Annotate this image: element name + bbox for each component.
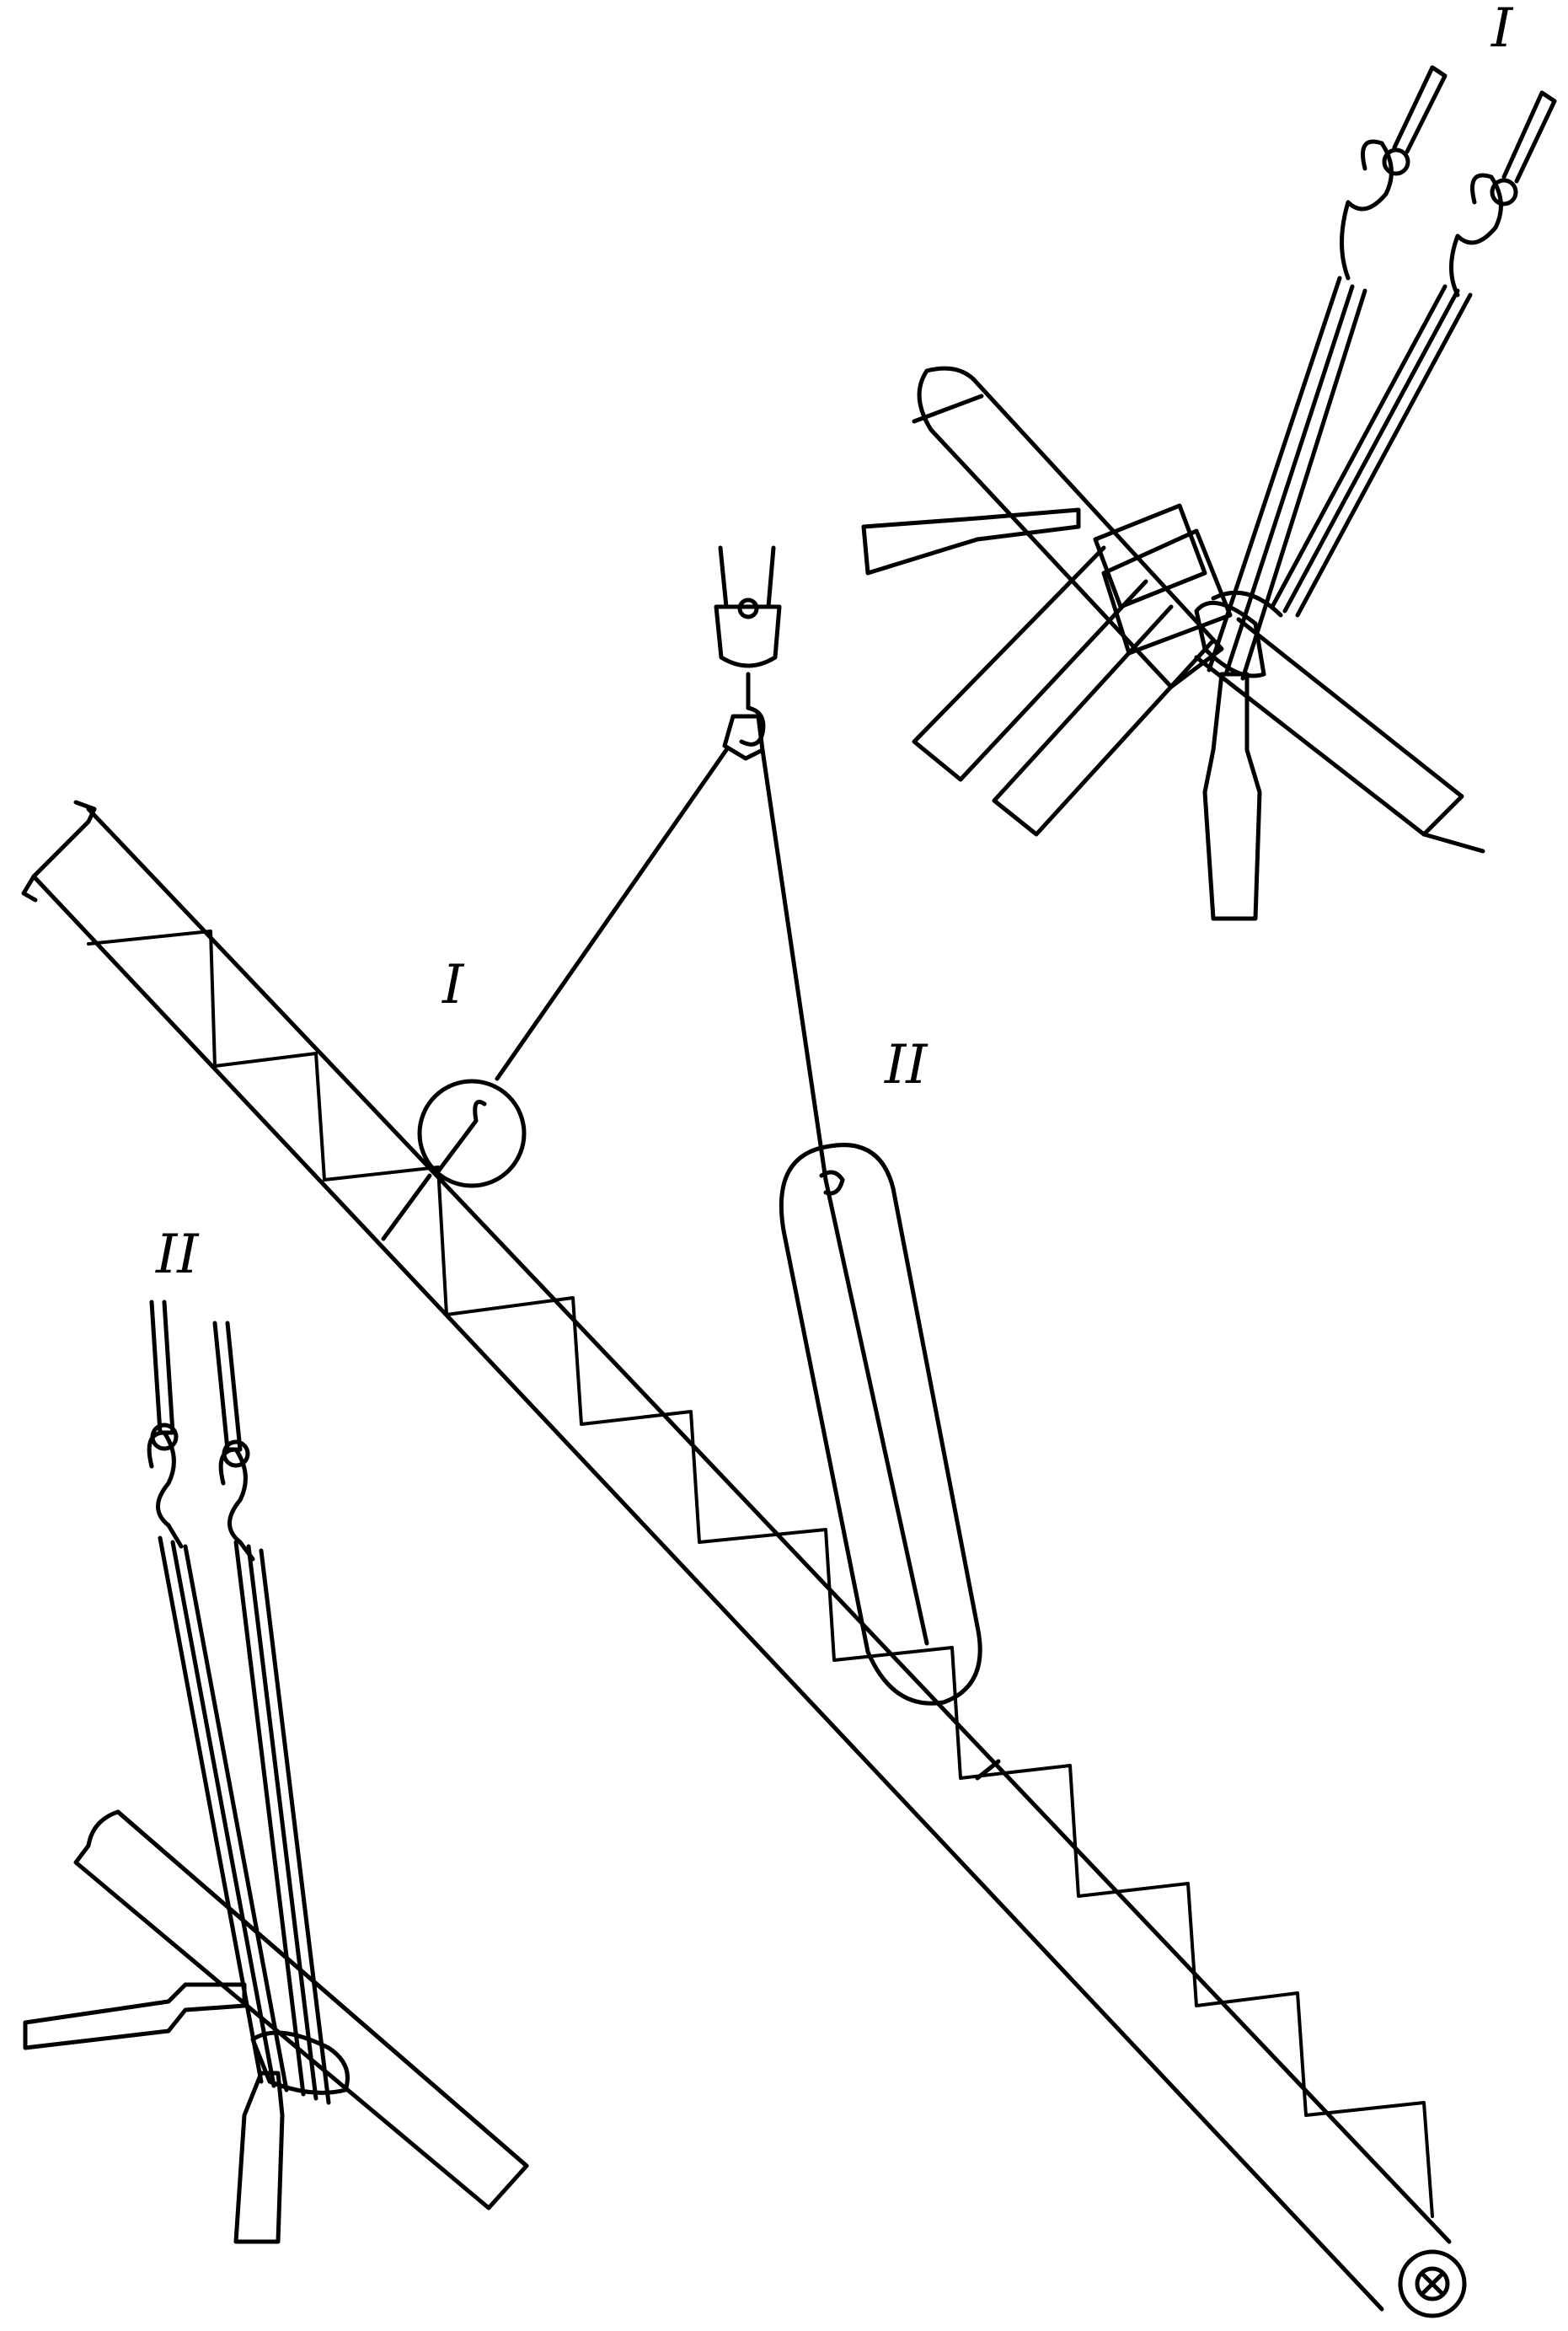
detail-two-tube bbox=[73, 1809, 529, 2210]
detail-one-callout bbox=[381, 1079, 527, 1241]
boom-left-end bbox=[21, 800, 97, 903]
detail-two-marker: II bbox=[884, 1034, 928, 1096]
boom-bottom-chord bbox=[31, 874, 1384, 2312]
sling-right bbox=[760, 748, 828, 1182]
detail-one-title: I bbox=[1490, 0, 1514, 60]
boom-lacing bbox=[87, 930, 1434, 2218]
sling-left bbox=[495, 748, 729, 1081]
detail-one-hook-left bbox=[1340, 139, 1394, 281]
boom-splice-mark bbox=[975, 1759, 1001, 1781]
crane-hook-block bbox=[714, 545, 782, 761]
lattice-boom bbox=[21, 800, 1452, 2312]
detail-two-callout bbox=[779, 1143, 982, 1706]
sling-ropes bbox=[495, 748, 929, 1646]
boom-top-chord bbox=[86, 806, 1452, 2244]
detail-two-title: II bbox=[155, 1224, 200, 1286]
detail-one-drawing bbox=[861, 65, 1557, 921]
detail-one-marker: I bbox=[442, 954, 465, 1016]
end-wheel-icon bbox=[1398, 2249, 1467, 2318]
detail-one-tube bbox=[917, 366, 1224, 689]
detail-two-drawing bbox=[23, 1299, 529, 2244]
